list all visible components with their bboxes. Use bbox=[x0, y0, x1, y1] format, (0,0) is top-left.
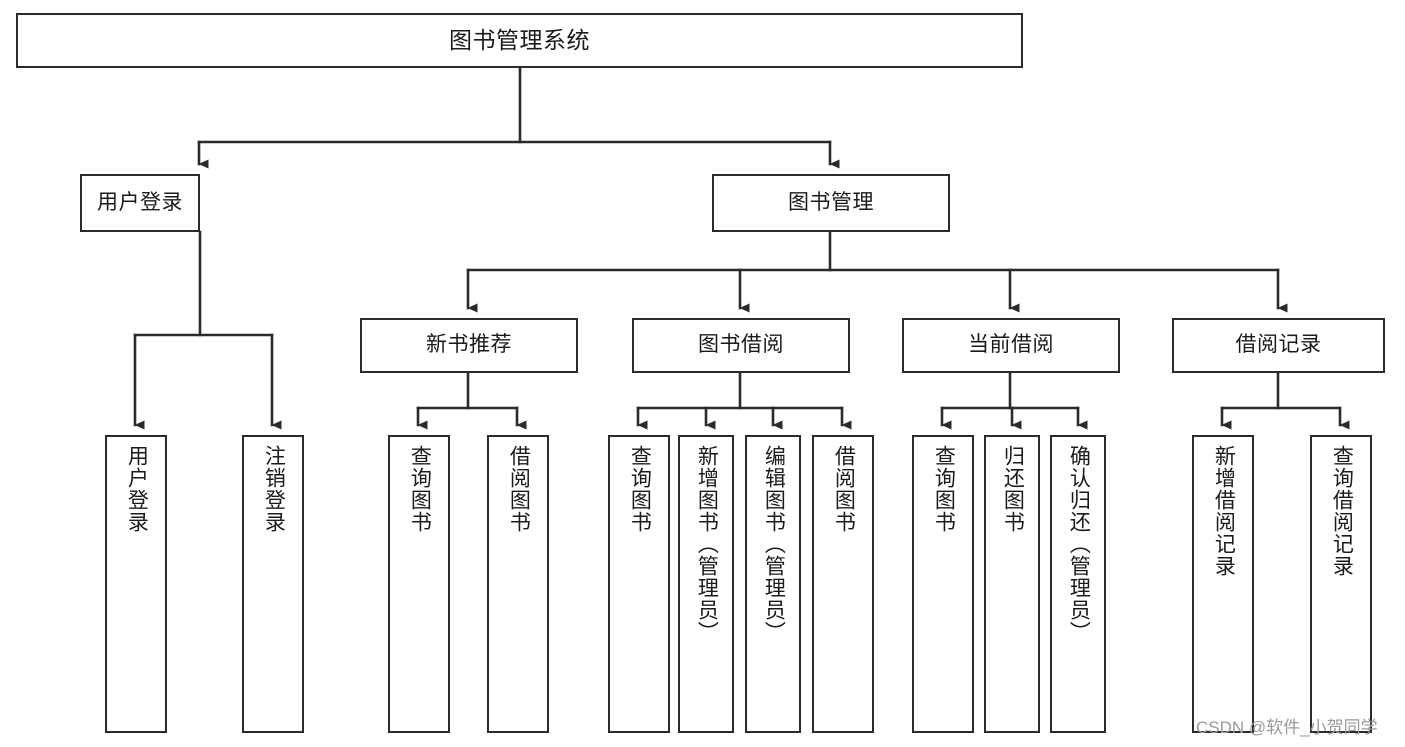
leaf-add-book-label: 新增图书（管理员） bbox=[695, 445, 719, 643]
current-borrow-box[interactable]: 当前借阅 bbox=[902, 318, 1120, 373]
leaf-borrow-book-2-box[interactable]: 借阅图书 bbox=[812, 435, 874, 733]
leaf-add-book-box[interactable]: 新增图书（管理员） bbox=[678, 435, 734, 733]
leaf-borrow-book-1-box[interactable]: 借阅图书 bbox=[487, 435, 549, 733]
watermark-text: CSDN @软件_小贺同学 bbox=[1196, 718, 1378, 737]
leaf-user-login-label: 用户登录 bbox=[125, 445, 149, 533]
leaf-query-book-3-label: 查询图书 bbox=[932, 445, 956, 533]
leaf-borrow-book-1-label: 借阅图书 bbox=[507, 445, 531, 533]
leaf-query-record-label: 查询借阅记录 bbox=[1330, 445, 1354, 577]
leaf-query-book-1-box[interactable]: 查询图书 bbox=[388, 435, 450, 733]
leaf-confirm-return-box[interactable]: 确认归还（管理员） bbox=[1050, 435, 1106, 733]
book-manage-box[interactable]: 图书管理 bbox=[712, 174, 950, 232]
leaf-user-login-box[interactable]: 用户登录 bbox=[105, 435, 167, 733]
borrow-record-box[interactable]: 借阅记录 bbox=[1172, 318, 1385, 373]
user-login-label: 用户登录 bbox=[97, 190, 183, 214]
book-manage-label: 图书管理 bbox=[788, 190, 874, 214]
new-book-rec-label: 新书推荐 bbox=[426, 333, 512, 357]
book-borrow-box[interactable]: 图书借阅 bbox=[632, 318, 850, 373]
borrow-record-label: 借阅记录 bbox=[1235, 333, 1322, 357]
leaf-logout-box[interactable]: 注销登录 bbox=[242, 435, 304, 733]
user-login-box[interactable]: 用户登录 bbox=[80, 174, 200, 232]
root-label: 图书管理系统 bbox=[449, 27, 590, 54]
leaf-logout-label: 注销登录 bbox=[262, 445, 286, 533]
leaf-query-book-2-box[interactable]: 查询图书 bbox=[608, 435, 670, 733]
connector-lines bbox=[133, 66, 1350, 430]
leaf-query-book-2-label: 查询图书 bbox=[628, 445, 652, 533]
leaf-return-book-label: 归还图书 bbox=[1001, 445, 1025, 533]
new-book-rec-box[interactable]: 新书推荐 bbox=[360, 318, 578, 373]
leaf-edit-book-label: 编辑图书（管理员） bbox=[762, 445, 786, 643]
current-borrow-label: 当前借阅 bbox=[968, 333, 1054, 357]
leaf-confirm-return-label: 确认归还（管理员） bbox=[1067, 445, 1091, 643]
leaf-add-record-label: 新增借阅记录 bbox=[1212, 445, 1236, 577]
leaf-edit-book-box[interactable]: 编辑图书（管理员） bbox=[745, 435, 801, 733]
leaf-query-book-3-box[interactable]: 查询图书 bbox=[912, 435, 974, 733]
leaf-return-book-box[interactable]: 归还图书 bbox=[984, 435, 1040, 733]
leaf-query-record-box[interactable]: 查询借阅记录 bbox=[1310, 435, 1372, 733]
leaf-borrow-book-2-label: 借阅图书 bbox=[832, 445, 856, 533]
book-borrow-label: 图书借阅 bbox=[698, 333, 784, 357]
leaf-query-book-1-label: 查询图书 bbox=[408, 445, 432, 533]
leaf-add-record-box[interactable]: 新增借阅记录 bbox=[1192, 435, 1254, 733]
root-box[interactable]: 图书管理系统 bbox=[16, 13, 1023, 68]
